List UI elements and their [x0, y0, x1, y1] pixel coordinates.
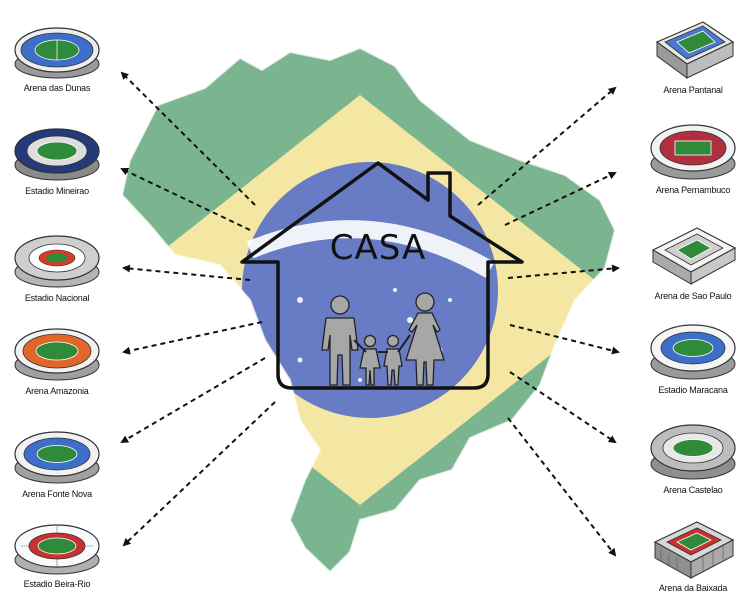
family-icon — [321, 292, 445, 386]
stadium-estadio-mineirao: Estadio Mineirao — [2, 115, 112, 196]
stadium-icon — [14, 235, 100, 288]
stadium-arena-castelao: Arena Castelao — [638, 412, 748, 495]
stadium-label: Estadio Mineirao — [25, 186, 89, 196]
stadium-arena-fonte-nova: Arena Fonte Nova — [2, 418, 112, 499]
stadium-label: Arena Fonte Nova — [22, 489, 92, 499]
stadium-label: Arena Amazonia — [25, 386, 89, 396]
stadium-arena-pernambuco: Arena Pernambuco — [638, 112, 748, 195]
stadium-label: Arena da Baixada — [658, 583, 728, 593]
stadium-icon — [14, 27, 100, 79]
stadium-icon — [653, 521, 735, 579]
stadium-icon — [651, 227, 737, 285]
stadium-estadio-maracana: Estadio Maracana — [638, 312, 748, 395]
stadium-arena-pantanal: Arena Pantanal — [638, 12, 748, 95]
stadium-arena-amazonia: Arena Amazonia — [2, 315, 112, 396]
stadium-arena-das-dunas: Arena das Dunas — [2, 12, 112, 93]
house-outline-icon — [240, 161, 524, 390]
stadium-icon — [650, 324, 736, 380]
stadium-label: Estadio Maracana — [658, 385, 728, 395]
stadium-label: Estadio Nacional — [24, 293, 90, 303]
stadium-label: Arena de Sao Paulo — [654, 291, 732, 301]
stadium-icon — [650, 424, 736, 480]
stadium-icon — [655, 21, 735, 79]
stadium-label: Estadio Beira-Rio — [23, 579, 91, 589]
stadium-arena-de-sao-paulo: Arena de Sao Paulo — [638, 218, 748, 301]
stadium-label: Arena Pernambuco — [655, 185, 731, 195]
stadium-icon — [14, 328, 100, 381]
arrows-left — [120, 71, 276, 547]
stadium-estadio-nacional: Estadio Nacional — [2, 222, 112, 303]
arrows-right — [477, 86, 620, 557]
stadium-label: Arena Castelao — [663, 485, 723, 495]
stadium-estadio-beira-rio: Estadio Beira-Rio — [2, 512, 112, 589]
stadium-icon — [14, 431, 100, 484]
stadium-icon — [14, 524, 100, 575]
brazil-map — [120, 46, 617, 574]
center-label: CASA — [329, 228, 427, 268]
stadium-icon — [650, 124, 736, 180]
stadium-icon — [14, 128, 100, 181]
stadium-label: Arena Pantanal — [663, 85, 723, 95]
stadium-label: Arena das Dunas — [23, 83, 91, 93]
stadium-arena-da-baixada: Arena da Baixada — [638, 514, 748, 593]
